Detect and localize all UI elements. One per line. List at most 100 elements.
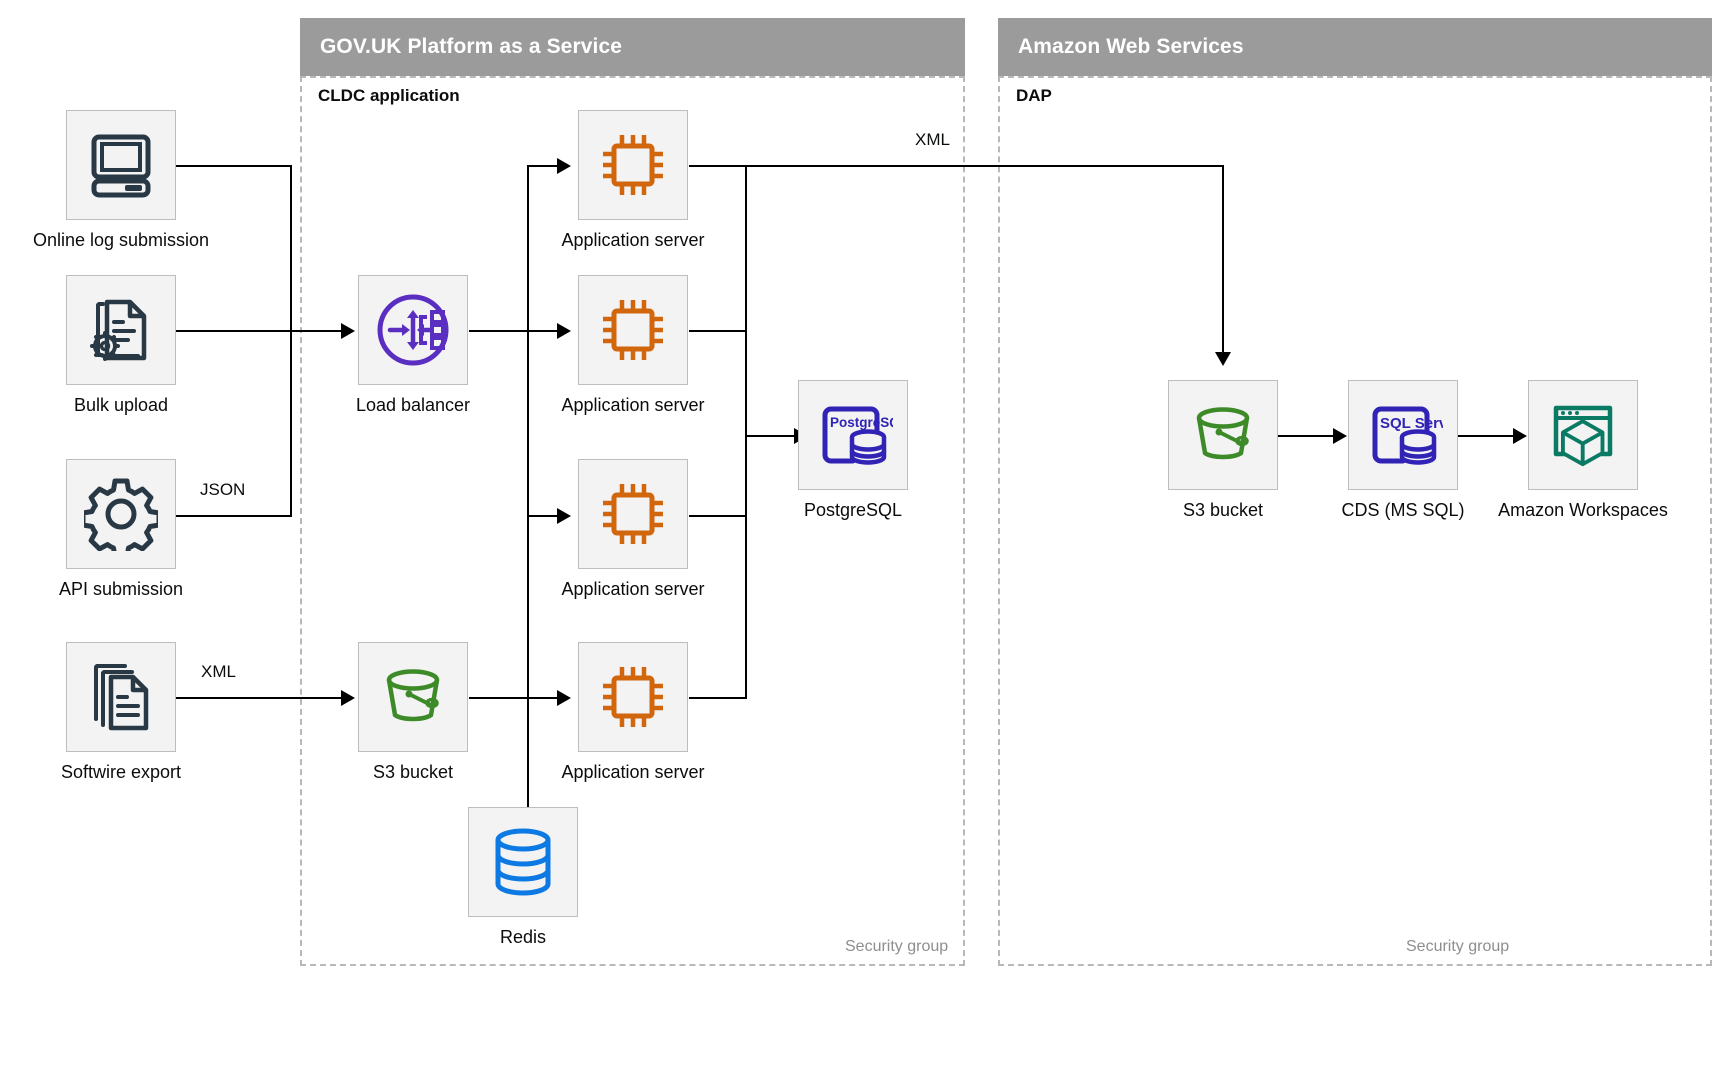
node-cds-mssql[interactable]: SQL Server CDS (MS SQL) — [1341, 380, 1465, 520]
document-stack-icon — [94, 664, 149, 731]
edge-label-xml-softwire: XML — [196, 662, 241, 682]
arrow-into-app-server-4 — [557, 690, 571, 706]
node-api-submission[interactable]: API submission — [59, 459, 183, 599]
connector-s3-to-app4 — [469, 697, 529, 699]
arrow-into-app-server-3 — [557, 508, 571, 524]
tile-softwire-export — [66, 642, 176, 752]
connector-bus-to-app3 — [527, 515, 561, 517]
tile-redis — [468, 807, 578, 917]
arrow-into-app-server-1 — [557, 158, 571, 174]
node-softwire-export[interactable]: Softwire export — [61, 642, 181, 782]
caption-cds-mssql: CDS (MS SQL) — [1341, 500, 1465, 520]
caption-app-server-2: Application server — [561, 395, 705, 415]
postgresql-badge-text: PostgreSQL — [830, 415, 893, 430]
load-balancer-icon — [377, 294, 449, 366]
node-redis[interactable]: Redis — [468, 807, 578, 947]
arrow-into-app-server-2 — [557, 323, 571, 339]
amazon-workspaces-icon — [1553, 405, 1613, 467]
tile-online-log-submission — [66, 110, 176, 220]
connector-xml-to-aws-h — [689, 165, 1224, 167]
arrow-into-s3-paas — [341, 690, 355, 706]
connector-bulk-to-lb — [176, 330, 346, 332]
s3-bucket-icon — [1196, 407, 1250, 460]
node-amazon-workspaces[interactable]: Amazon Workspaces — [1498, 380, 1668, 520]
redis-database-icon — [495, 828, 551, 896]
arrow-into-cds — [1333, 428, 1347, 444]
caption-redis: Redis — [499, 927, 547, 947]
security-group-aws — [998, 76, 1712, 966]
inner-label-cldc: CLDC application — [318, 86, 460, 105]
connector-xml-to-aws-v — [1222, 165, 1224, 355]
tile-bulk-upload — [66, 275, 176, 385]
connector-lb-out — [469, 330, 529, 332]
arrow-into-workspaces — [1513, 428, 1527, 444]
connector-bus-to-app2 — [527, 330, 561, 332]
caption-bulk-upload: Bulk upload — [73, 395, 169, 415]
connector-bus-to-postgres — [745, 435, 805, 437]
connector-bus-to-app1 — [527, 165, 561, 167]
tile-postgresql: PostgreSQL — [798, 380, 908, 490]
cpu-chip-icon — [603, 135, 663, 195]
connector-cds-to-workspaces — [1458, 435, 1520, 437]
tile-app-server-4 — [578, 642, 688, 752]
group-header-aws: Amazon Web Services — [998, 18, 1712, 76]
cpu-chip-icon — [603, 667, 663, 727]
caption-s3-bucket-aws: S3 bucket — [1182, 500, 1264, 520]
arrow-into-s3-aws — [1215, 352, 1231, 366]
connector-app4-out — [689, 697, 747, 699]
tile-app-server-1 — [578, 110, 688, 220]
connector-app2-out — [689, 330, 747, 332]
caption-api-submission: API submission — [58, 579, 184, 599]
caption-amazon-workspaces: Amazon Workspaces — [1498, 500, 1668, 520]
node-load-balancer[interactable]: Load balancer — [356, 275, 470, 415]
connector-softwire-to-s3 — [176, 697, 346, 699]
node-app-server-3[interactable]: Application server — [561, 459, 705, 599]
tile-app-server-2 — [578, 275, 688, 385]
connector-bus-to-app4 — [527, 697, 561, 699]
connector-api-h — [176, 515, 292, 517]
s3-bucket-icon — [386, 669, 440, 722]
node-app-server-4[interactable]: Application server — [561, 642, 705, 782]
sql-server-badge-text: SQL Server — [1380, 415, 1443, 432]
caption-app-server-1: Application server — [561, 230, 705, 250]
caption-load-balancer: Load balancer — [355, 395, 471, 415]
node-online-log-submission[interactable]: Online log submission — [33, 110, 209, 250]
connector-lb-bus — [527, 165, 529, 700]
caption-postgresql: PostgreSQL — [803, 500, 903, 520]
tile-cds-mssql: SQL Server — [1348, 380, 1458, 490]
tile-app-server-3 — [578, 459, 688, 569]
node-postgresql[interactable]: PostgreSQL PostgreSQL — [798, 380, 908, 520]
caption-s3-bucket-paas: S3 bucket — [372, 762, 454, 782]
connector-redis-v — [527, 697, 529, 815]
group-header-paas: GOV.UK Platform as a Service — [300, 18, 965, 76]
security-group-paas — [300, 76, 965, 966]
inner-label-dap: DAP — [1016, 86, 1052, 105]
desktop-computer-icon — [91, 134, 151, 198]
node-bulk-upload[interactable]: Bulk upload — [66, 275, 176, 415]
gear-icon — [84, 478, 158, 551]
tile-api-submission — [66, 459, 176, 569]
node-s3-bucket-aws[interactable]: S3 bucket — [1168, 380, 1278, 520]
document-gear-icon — [90, 299, 147, 361]
cpu-chip-icon — [603, 300, 663, 360]
connector-online-log-h — [176, 165, 292, 167]
security-group-label-paas: Security group — [845, 938, 949, 955]
edge-label-json: JSON — [195, 480, 251, 500]
tile-load-balancer — [358, 275, 468, 385]
node-s3-bucket-paas[interactable]: S3 bucket — [358, 642, 468, 782]
edge-label-xml-to-s3: XML — [910, 130, 955, 150]
cpu-chip-icon — [603, 484, 663, 544]
security-group-label-aws: Security group — [1406, 938, 1510, 955]
tile-s3-bucket-aws — [1168, 380, 1278, 490]
node-app-server-1[interactable]: Application server — [561, 110, 705, 250]
connector-collector-bus — [745, 165, 747, 697]
sql-server-icon: SQL Server — [1372, 406, 1443, 465]
caption-app-server-4: Application server — [561, 762, 705, 782]
connector-s3-to-cds — [1278, 435, 1340, 437]
connector-app3-out — [689, 515, 747, 517]
tile-s3-bucket-paas — [358, 642, 468, 752]
connector-online-log-v — [290, 165, 292, 515]
tile-amazon-workspaces — [1528, 380, 1638, 490]
node-app-server-2[interactable]: Application server — [561, 275, 705, 415]
